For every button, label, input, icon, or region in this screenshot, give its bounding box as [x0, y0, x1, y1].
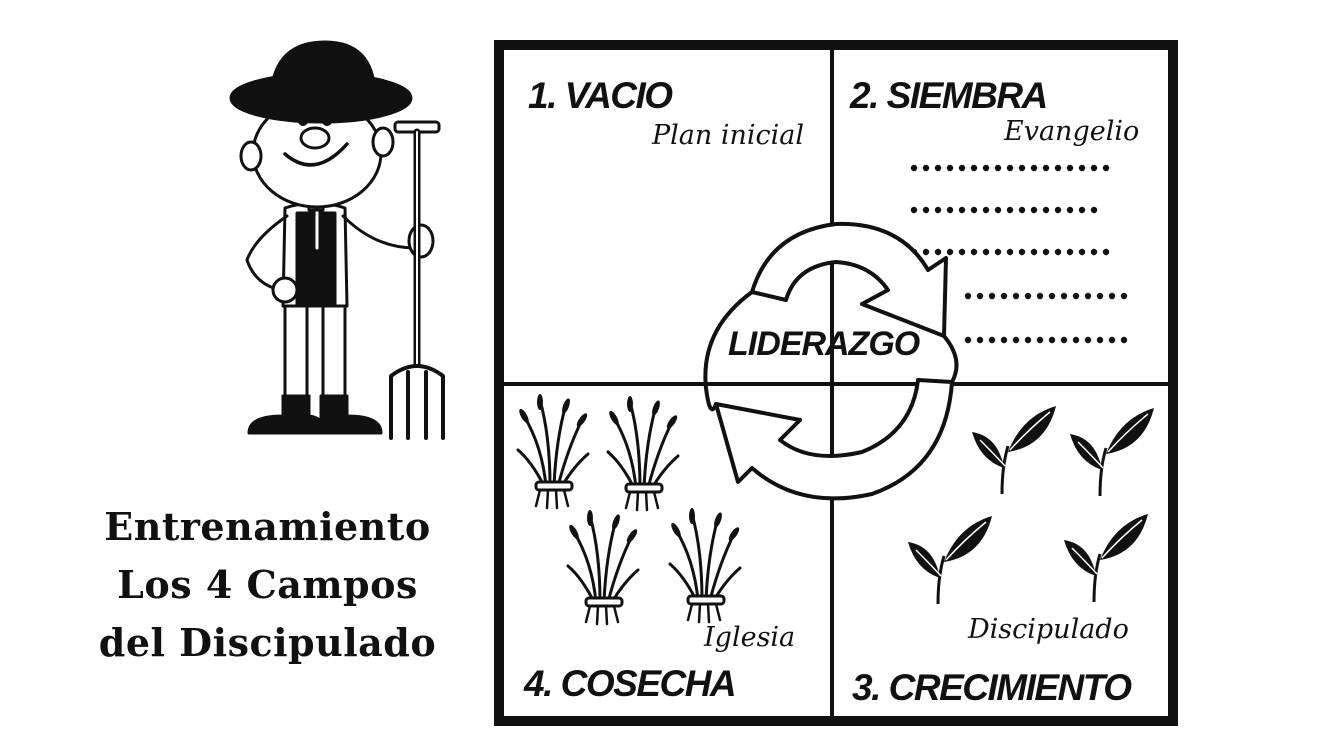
seed-dot — [1096, 336, 1104, 344]
field-vacio: 1. VACIO Plan inicial — [528, 75, 804, 151]
seed-dot — [976, 292, 984, 300]
seed-dot — [994, 164, 1002, 172]
seed-dot — [1000, 336, 1008, 344]
seed-dot — [1036, 292, 1044, 300]
seed-dot — [946, 248, 954, 256]
seed-dot — [1108, 292, 1116, 300]
field-2-subtitle: Evangelio — [1003, 116, 1139, 147]
seed-dot — [1090, 248, 1098, 256]
seed-dot — [1054, 206, 1062, 214]
seed-dot — [1066, 206, 1074, 214]
seed-dot — [1096, 292, 1104, 300]
seed-dot — [994, 206, 1002, 214]
field-4-title: 4. COSECHA — [523, 663, 735, 704]
seed-dot — [946, 206, 954, 214]
farmer-icon — [229, 40, 445, 440]
seed-dot — [1006, 206, 1014, 214]
seed-dot — [1060, 292, 1068, 300]
seed-dot — [922, 206, 930, 214]
seed-dot — [934, 206, 942, 214]
seed-dot — [982, 248, 990, 256]
seed-dot — [1090, 206, 1098, 214]
seed-dot — [994, 248, 1002, 256]
seed-dot — [1120, 292, 1128, 300]
seed-dot — [1078, 206, 1086, 214]
seed-dot — [1042, 164, 1050, 172]
seed-dot — [1018, 206, 1026, 214]
seed-dot — [964, 336, 972, 344]
seed-dot — [1018, 248, 1026, 256]
seed-dot — [922, 164, 930, 172]
seed-dot — [1120, 336, 1128, 344]
field-3-subtitle: Discipulado — [967, 614, 1129, 645]
seed-dot — [910, 164, 918, 172]
training-title: Entrenamiento Los 4 Campos del Discipula… — [60, 498, 475, 672]
seed-dot — [964, 292, 972, 300]
field-1-title: 1. VACIO — [528, 75, 673, 116]
seed-dot — [958, 248, 966, 256]
seed-dot — [1024, 336, 1032, 344]
seed-dot — [934, 164, 942, 172]
seed-dot — [982, 164, 990, 172]
seed-dot — [1072, 336, 1080, 344]
seed-dot — [1006, 164, 1014, 172]
seed-dot — [1000, 292, 1008, 300]
pitchfork-icon — [389, 120, 445, 440]
seed-dot — [988, 292, 996, 300]
seed-dot — [1036, 336, 1044, 344]
seed-dot — [1030, 164, 1038, 172]
center-label: LIDERAZGO — [728, 325, 920, 363]
seed-dot — [1042, 206, 1050, 214]
seed-dot — [1060, 336, 1068, 344]
seed-dot — [1084, 292, 1092, 300]
seed-dot — [982, 206, 990, 214]
field-2-title: 2. SIEMBRA — [849, 75, 1047, 116]
seed-dot — [1078, 164, 1086, 172]
seed-dot — [1018, 164, 1026, 172]
seed-dot — [1048, 336, 1056, 344]
seed-dot — [910, 206, 918, 214]
seed-dot — [1012, 292, 1020, 300]
seed-dot — [958, 164, 966, 172]
seed-dot — [958, 206, 966, 214]
seed-dot — [946, 164, 954, 172]
seed-dot — [976, 336, 984, 344]
seed-dot — [1066, 164, 1074, 172]
seed-dot — [1030, 248, 1038, 256]
field-3-title: 3. CRECIMIENTO — [852, 667, 1132, 708]
seed-dot — [1090, 164, 1098, 172]
seed-dot — [1006, 248, 1014, 256]
seed-dot — [1108, 336, 1116, 344]
seed-dot — [970, 206, 978, 214]
cycle-arrows-icon — [703, 221, 959, 501]
seed-dot — [1030, 206, 1038, 214]
field-crecimiento: Discipulado 3. CRECIMIENTO — [852, 404, 1156, 708]
seed-dot — [1048, 292, 1056, 300]
title-line-1: Entrenamiento — [104, 504, 431, 549]
title-line-2: Los 4 Campos — [117, 562, 418, 607]
seed-dot — [1078, 248, 1086, 256]
seed-dot — [1102, 248, 1110, 256]
field-cosecha: Iglesia 4. COSECHA — [515, 392, 795, 704]
seed-dot — [1012, 336, 1020, 344]
seed-dot — [1054, 164, 1062, 172]
seed-dot — [1066, 248, 1074, 256]
field-siembra: 2. SIEMBRA Evangelio — [849, 75, 1139, 344]
seed-dot — [1072, 292, 1080, 300]
seed-dot — [970, 248, 978, 256]
field-1-subtitle: Plan inicial — [651, 120, 804, 151]
seed-dot — [1042, 248, 1050, 256]
seed-dot — [1102, 164, 1110, 172]
title-line-3: del Discipulado — [98, 620, 437, 665]
seed-dot — [970, 164, 978, 172]
seed-dot — [1054, 248, 1062, 256]
seed-dot — [934, 248, 942, 256]
seed-dot — [1084, 336, 1092, 344]
seed-dot — [988, 336, 996, 344]
seed-dot — [1024, 292, 1032, 300]
seed-dot — [922, 248, 930, 256]
field-4-subtitle: Iglesia — [703, 622, 795, 653]
